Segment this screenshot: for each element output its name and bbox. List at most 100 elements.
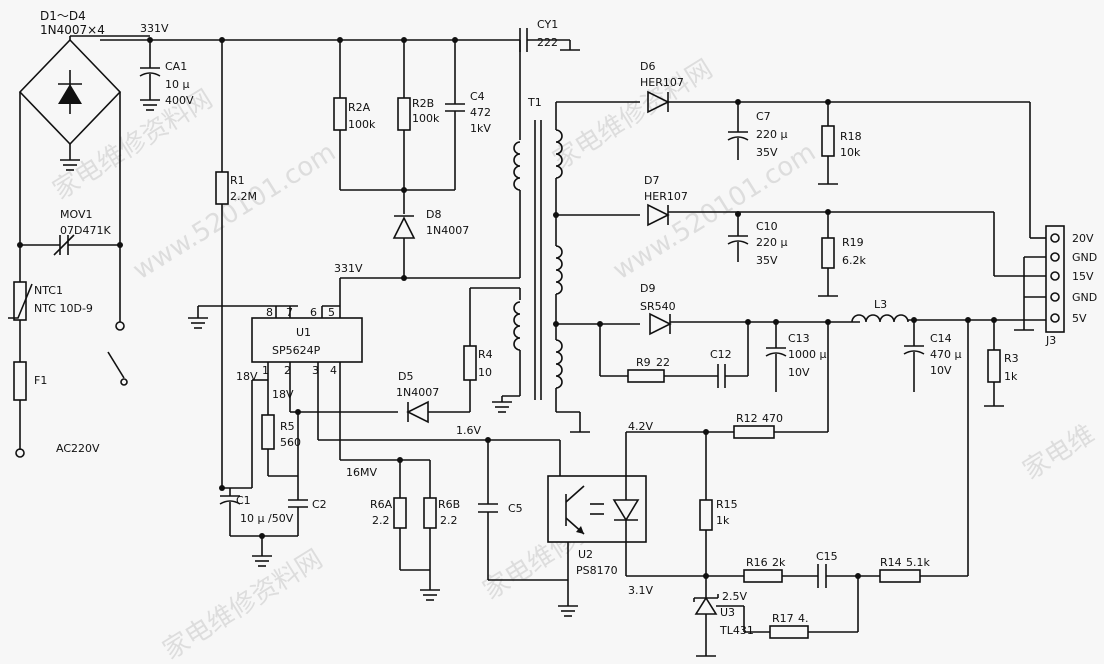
label-u1-pin7: 7 <box>286 306 293 319</box>
label-j3-gnd1: GND <box>1072 251 1097 264</box>
label-r15-value: 1k <box>716 514 730 527</box>
resistor-r4 <box>463 345 477 381</box>
label-331v-mid: 331V <box>334 262 363 275</box>
label-1-6v: 1.6V <box>456 424 481 437</box>
label-r19-value: 6.2k <box>842 254 866 267</box>
label-r1-value: 2.2M <box>230 190 257 203</box>
label-u1-pin3: 3 <box>312 364 319 377</box>
label-d9: D9 <box>640 282 655 295</box>
label-u1-pin5: 5 <box>328 306 335 319</box>
label-r6b: R6B <box>438 498 460 511</box>
resistor-r19 <box>821 237 835 269</box>
label-c13: C13 <box>788 332 810 345</box>
diode-d6 <box>647 90 670 114</box>
label-mov1: MOV1 <box>60 208 92 221</box>
label-r4: R4 <box>478 348 493 361</box>
label-c12: C12 <box>710 348 732 361</box>
resistor-r12 <box>733 425 775 439</box>
label-r12-value: 470 <box>762 412 783 425</box>
regulator-u3-tl431 <box>693 594 745 657</box>
label-c1: C1 <box>236 494 251 507</box>
label-ca1-cap: 10 μ <box>165 78 190 91</box>
label-l3: L3 <box>874 298 887 311</box>
label-r19: R19 <box>842 236 864 249</box>
label-u1-value: SP5624P <box>272 344 321 357</box>
component-labels: D1～D4 1N4007×4 331V CY1 222 CA1 10 μ 400… <box>34 9 1097 637</box>
label-mov1-value: 07D471K <box>60 224 111 237</box>
resistor-r2a <box>333 97 347 131</box>
label-r5: R5 <box>280 420 295 433</box>
label-4-2v: 4.2V <box>628 420 653 433</box>
label-j3-20v: 20V <box>1072 232 1094 245</box>
label-c4-volt: 1kV <box>470 122 491 135</box>
watermark-url-1: www.520101.com <box>128 137 341 286</box>
label-u1-pin6: 6 <box>310 306 317 319</box>
varistor-mov1 <box>17 234 123 256</box>
label-ca1: CA1 <box>165 60 187 73</box>
label-u1-pin4: 4 <box>330 364 337 377</box>
inductor-l3 <box>851 314 909 323</box>
diode-d9 <box>649 312 672 336</box>
watermark-cn-2: 家电维修资料网 <box>548 54 718 176</box>
label-f1: F1 <box>34 374 47 387</box>
label-r1: R1 <box>230 174 245 187</box>
label-c7-cap: 220 μ <box>756 128 788 141</box>
label-d8: D8 <box>426 208 441 221</box>
label-t1: T1 <box>527 96 542 109</box>
label-d8-value: 1N4007 <box>426 224 469 237</box>
label-r9-value: 22 <box>656 356 670 369</box>
diode-d7 <box>647 203 670 227</box>
label-r3: R3 <box>1004 352 1019 365</box>
label-u3: U3 <box>720 606 735 619</box>
watermark-cn-4: 家电维修资料网 <box>158 544 328 664</box>
label-c15: C15 <box>816 550 838 563</box>
label-c13-cap: 1000 μ <box>788 348 827 361</box>
label-c7-volt: 35V <box>756 146 778 159</box>
label-u1: U1 <box>296 326 311 339</box>
label-u3-value: TL431 <box>719 624 754 637</box>
label-c1-value: 10 μ /50V <box>240 512 294 525</box>
label-r6a: R6A <box>370 498 393 511</box>
bridge-rectifier-d1-d4 <box>18 35 150 245</box>
label-u2: U2 <box>578 548 593 561</box>
diode-d8 <box>392 190 416 278</box>
label-u1-pin1: 1 <box>262 364 269 377</box>
label-3-1v: 3.1V <box>628 584 653 597</box>
label-c13-volt: 10V <box>788 366 810 379</box>
label-18v-a: 18V <box>236 370 258 383</box>
label-2-5v: 2.5V <box>722 590 747 603</box>
label-d1-d4: D1～D4 <box>40 9 86 23</box>
label-r12: R12 <box>736 412 758 425</box>
resistor-r17 <box>769 625 809 639</box>
label-r2a-value: 100k <box>348 118 376 131</box>
label-r14-value: 5.1k <box>906 556 930 569</box>
label-r6b-value: 2.2 <box>440 514 458 527</box>
label-r17: R17 <box>772 612 794 625</box>
label-c5: C5 <box>508 502 523 515</box>
label-j3: J3 <box>1045 334 1056 347</box>
label-r2a: R2A <box>348 101 371 114</box>
resistor-r2b <box>397 97 411 131</box>
label-c14: C14 <box>930 332 952 345</box>
resistor-r1 <box>215 171 229 205</box>
label-r5-value: 560 <box>280 436 301 449</box>
label-r3-value: 1k <box>1004 370 1018 383</box>
resistor-r5 <box>261 414 275 450</box>
label-ac220v: AC220V <box>56 442 100 455</box>
label-r18-value: 10k <box>840 146 861 159</box>
label-r4-value: 10 <box>478 366 492 379</box>
label-u1-pin2: 2 <box>284 364 291 377</box>
label-18v-b: 18V <box>272 388 294 401</box>
capacitor-cy1 <box>519 28 580 52</box>
label-d7: D7 <box>644 174 659 187</box>
resistor-r6b <box>423 497 437 529</box>
ic-u1 <box>251 305 363 460</box>
label-r16: R16 <box>746 556 768 569</box>
label-j3-15v: 15V <box>1072 270 1094 283</box>
label-cy1: CY1 <box>537 18 558 31</box>
watermark-cn-5: 家电维 <box>1018 419 1100 486</box>
resistor-r3 <box>987 349 1001 383</box>
label-r16-value: 2k <box>772 556 786 569</box>
label-d1-d4-value: 1N4007×4 <box>40 23 105 37</box>
label-c2: C2 <box>312 498 327 511</box>
